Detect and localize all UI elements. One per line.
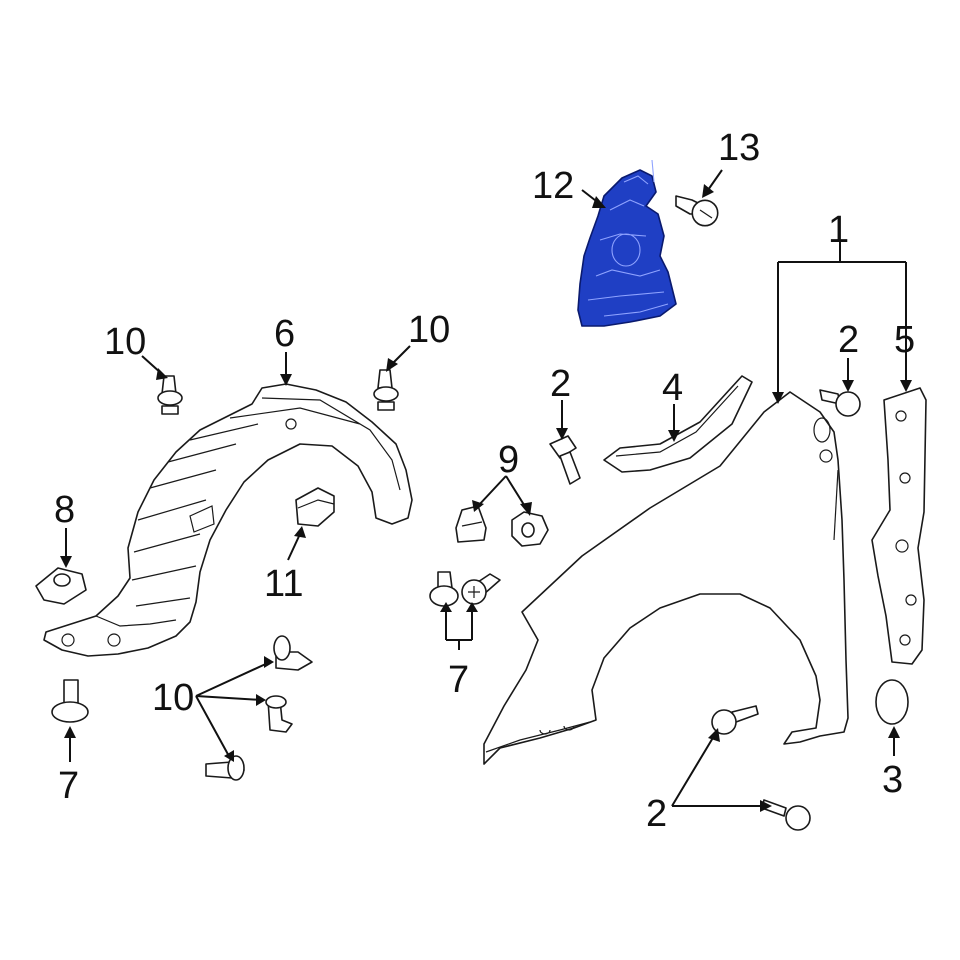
callout-11: 11 [264,563,303,605]
callout-2-center: 2 [550,363,571,405]
part-7-push-clip-left[interactable] [51,679,89,723]
part-11-bracket[interactable] [295,487,335,527]
callout-2-bottom: 2 [646,793,667,835]
callout-7-center: 7 [448,659,469,701]
callout-10-top-left: 10 [104,321,146,363]
part-8-nut[interactable] [35,567,87,605]
part-7-bolt-right[interactable] [461,573,501,605]
part-3-grommet[interactable] [875,679,909,725]
callout-4: 4 [662,367,683,409]
callout-10-top-right: 10 [408,309,450,351]
part-10-clip-bottom-2[interactable] [265,695,293,733]
part-2-bolt-right[interactable] [819,389,861,417]
part-10-clip-bottom-1[interactable] [273,635,313,671]
part-2-bolt-bottom-1[interactable] [711,705,759,735]
callout-labels: 1 2 2 2 3 4 5 6 7 7 8 9 10 10 10 11 12 1… [54,127,915,835]
callout-7-left: 7 [58,765,79,807]
part-12-splash-shield[interactable] [577,159,677,327]
callout-1: 1 [828,209,849,251]
part-10-clip-top-right[interactable] [373,369,399,411]
leader-lines [60,169,912,812]
callout-6: 6 [274,313,295,355]
part-10-clip-top-left[interactable] [157,375,183,415]
part-9-nut-left[interactable] [455,505,487,543]
part-13-clip[interactable] [675,195,719,227]
callout-13: 13 [718,127,760,169]
callout-8: 8 [54,489,75,531]
callout-10-bottom: 10 [152,677,194,719]
part-6-fender-liner[interactable] [43,383,413,657]
callout-9: 9 [498,439,519,481]
part-1-front-fender[interactable] [483,391,849,765]
part-9-nut-right[interactable] [511,511,549,547]
part-2-bolt-center[interactable] [549,435,581,485]
part-2-bolt-bottom-2[interactable] [761,799,811,831]
callout-2-right: 2 [838,319,859,361]
callout-3: 3 [882,759,903,801]
part-5-side-bracket[interactable] [871,387,927,665]
part-7-bolt-left[interactable] [429,571,459,607]
part-10-clip-bottom-3[interactable] [205,755,245,781]
callout-5: 5 [894,319,915,361]
part-4-fender-bracket[interactable] [603,375,753,473]
callout-12: 12 [532,165,574,207]
